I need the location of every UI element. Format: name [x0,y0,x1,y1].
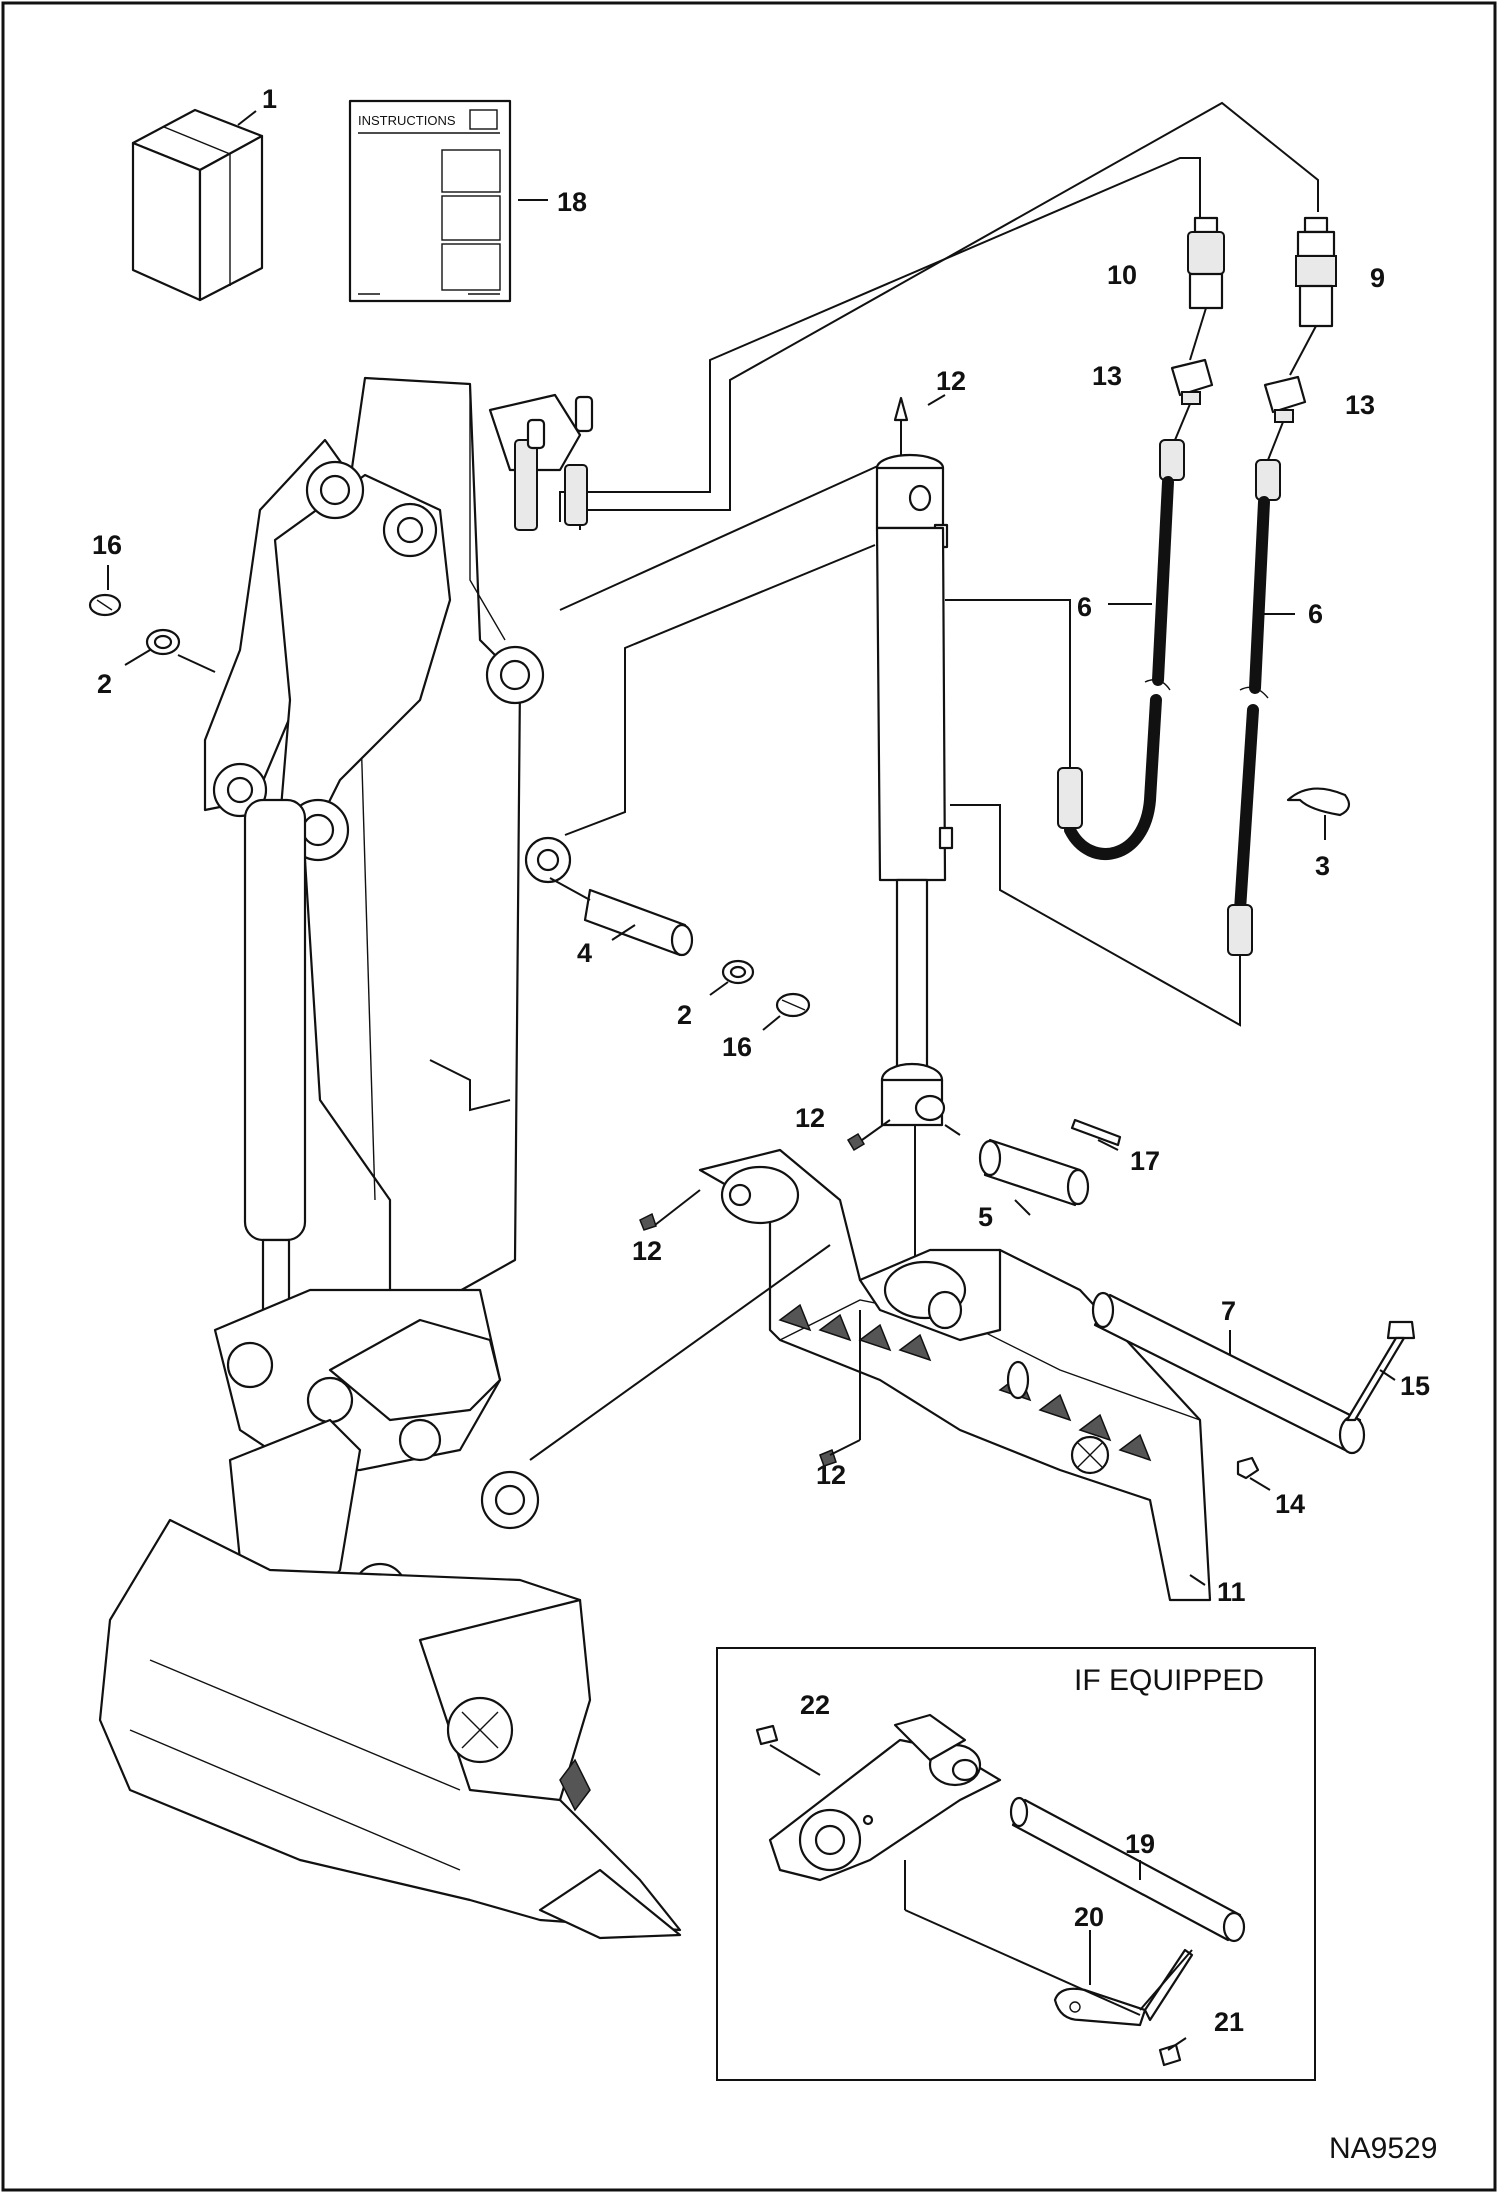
thumb-cylinder-drawing [846,396,954,1152]
callout-12-lower: 12 [816,1460,846,1490]
bolt-15-drawing [1345,1320,1416,1422]
hose-route-lower [950,804,1241,1027]
callout-6-left: 6 [1077,592,1092,622]
callout-13-right: 13 [1345,390,1375,420]
callout-12-cylinder: 12 [795,1103,825,1133]
inset-bolt-22-drawing [755,1724,779,1746]
callout-11: 11 [1217,1577,1246,1607]
callout-21: 21 [1214,2007,1244,2037]
instructions-sheet-drawing: INSTRUCTIONS [348,99,512,303]
callout-18: 18 [557,187,587,217]
callout-13-left: 13 [1092,361,1122,391]
callout-20: 20 [1074,1902,1104,1932]
pin-5-and-roll-pin-drawing [978,1118,1122,1207]
coupler-10-drawing [1187,216,1225,310]
callout-6-right: 6 [1308,599,1323,629]
instructions-sheet-title: INSTRUCTIONS [358,113,456,128]
callout-17: 17 [1130,1146,1160,1176]
callout-19: 19 [1125,1829,1155,1859]
pin-7-drawing [1091,1291,1366,1455]
callout-4: 4 [577,938,592,968]
callout-22: 22 [800,1690,830,1720]
routing-line-b [559,157,1201,522]
callout-2-left: 2 [97,669,112,699]
callout-12-top: 12 [936,366,966,396]
nut-14-drawing [1236,1456,1260,1480]
pin-4-drawing [583,888,811,1018]
hose-6-left-drawing [1057,439,1185,860]
routing-line-a [579,101,1319,530]
inset-lock-plate-20-drawing [1053,1948,1194,2027]
callout-12-thumb: 12 [632,1236,662,1266]
callout-10: 10 [1107,260,1137,290]
hose-route-upper [945,599,1071,830]
callout-3: 3 [1315,851,1330,881]
pin-assembly-left-drawing [88,593,181,656]
adapter-13-right-drawing [1263,375,1307,423]
callout-1: 1 [262,84,277,114]
kit-box-drawing [131,108,264,302]
callout-9: 9 [1370,263,1385,293]
hose-clamp-3-drawing [1286,787,1351,817]
callout-16-right: 16 [722,1032,752,1062]
thumb-11-drawing [639,1148,1212,1602]
inset-bolt-21-drawing [1158,2043,1182,2067]
inset-caption: IF EQUIPPED [1074,1664,1264,1697]
leader-cylinder-mid [564,544,876,836]
leader-cylinder-top [559,464,881,611]
inset-frame [716,1647,1316,2081]
callout-14: 14 [1275,1489,1305,1519]
inset-pin-19-drawing [1009,1796,1246,1943]
adapter-13-left-drawing [1170,358,1214,405]
callout-2-right: 2 [677,1000,692,1030]
callout-5: 5 [978,1202,993,1232]
hose-6-right-drawing [1227,459,1281,956]
boom-assembly-drawing [98,376,682,1940]
coupler-9-drawing [1295,216,1337,328]
inset-bracket-drawing [768,1713,1002,1882]
callout-7: 7 [1221,1296,1236,1326]
figure-id: NA9529 [1329,2132,1437,2165]
callout-16-left: 16 [92,530,122,560]
callout-15: 15 [1400,1371,1430,1401]
